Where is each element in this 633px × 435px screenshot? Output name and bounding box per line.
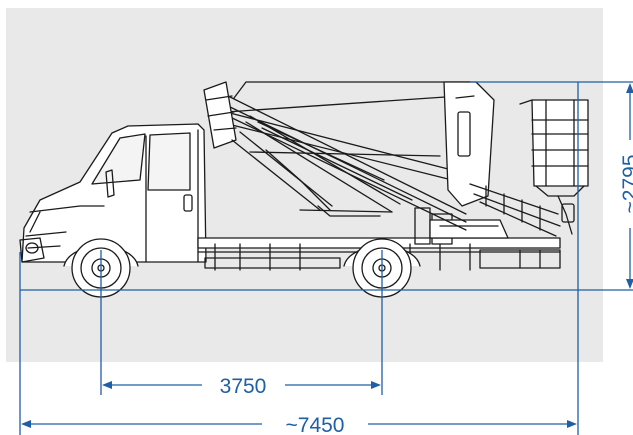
length-arrow-right bbox=[567, 420, 577, 428]
overall-height-value: ~2795 bbox=[619, 155, 633, 214]
dimension-arrows bbox=[21, 83, 633, 428]
overall-length-value: ~7450 bbox=[286, 414, 345, 435]
height-arrow-top bbox=[626, 83, 633, 93]
upper-boom bbox=[203, 81, 441, 217]
platform-basket bbox=[519, 99, 589, 235]
truck-cab bbox=[21, 123, 207, 263]
wheelbase-arrow-right bbox=[371, 381, 381, 389]
wheelbase-arrow-left bbox=[102, 381, 112, 389]
height-arrow-bottom bbox=[626, 279, 633, 289]
front-bumper bbox=[19, 237, 45, 263]
turntable bbox=[429, 219, 509, 239]
length-arrow-left bbox=[21, 420, 31, 428]
dimension-lines bbox=[19, 81, 633, 435]
truck-illustration bbox=[19, 81, 589, 298]
wheelbase-value: 3750 bbox=[220, 375, 267, 398]
